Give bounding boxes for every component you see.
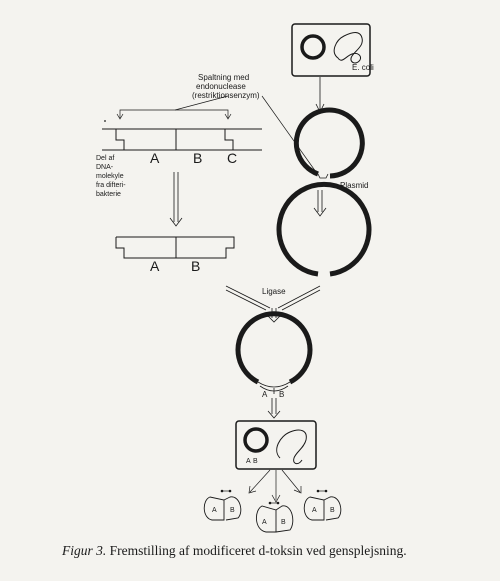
modified-ecoli-cell: A B [235,420,317,470]
arrow-plasmid-down [313,190,327,217]
svg-text:Spaltning med: Spaltning med [198,73,249,82]
ligase-label: Ligase [262,287,286,296]
figure-number: Figur 3. [62,543,107,558]
arrow-ecoli-to-plasmid [315,77,325,113]
svg-text:B: B [281,519,286,526]
fragment-a-label: A [150,258,160,274]
svg-text:Del af: Del af [96,155,114,162]
pointer-line-plasmid [261,95,317,173]
dna-description: Del af DNA- molekyle fra difteri- bakter… [96,155,126,198]
opened-plasmid [276,181,372,277]
arrow-to-modified-ecoli [267,398,281,419]
svg-text:B: B [230,507,235,514]
svg-text:molekyle: molekyle [96,173,124,180]
plasmid-circle: Plasmid [293,107,368,190]
segment-c-label: C [227,150,237,166]
recombinant-b-label: B [279,390,284,399]
fragment-b-label: B [191,258,200,274]
spaltning-label: Spaltning med endonuclease (restriktions… [192,73,260,100]
dna-strand: A B C [102,128,262,166]
svg-text:fra difteri-: fra difteri- [96,182,126,189]
modified-b-label: B [253,458,258,465]
toxin-molecule-left: A B [203,489,242,521]
toxin-molecule-center: A B [256,501,294,533]
ligase-arrows: Ligase [225,285,321,323]
ecoli-label: E. coli [352,63,374,72]
svg-text:A: A [312,507,317,514]
ecoli-chromosome [333,32,363,64]
figure-caption-text: Fremstilling af modificeret d-toksin ved… [109,543,407,558]
segment-a-label: A [150,150,160,166]
ecoli-cell: E. coli [291,23,374,77]
cut-site-bracket [104,95,232,122]
toxin-molecule-right: A B [303,489,342,521]
ecoli-plasmid-ring [300,34,326,60]
svg-text:DNA-: DNA- [96,164,114,171]
segment-b-label: B [193,150,202,166]
svg-text:A: A [212,507,217,514]
recombinant-plasmid: A B [235,311,313,399]
figure-caption: Figur 3. Fremstilling af modificeret d-t… [62,543,482,559]
plasmid-label: Plasmid [340,181,368,190]
svg-text:(restriktionsenzym): (restriktionsenzym) [192,91,260,100]
recombinant-a-label: A [262,390,268,399]
svg-text:bakterie: bakterie [96,191,121,198]
modified-a-label: A [246,458,251,465]
arrow-dna-down [169,172,183,227]
product-arrows [248,469,302,503]
svg-text:endonuclease: endonuclease [196,82,246,91]
ab-fragment: A B [115,236,235,274]
svg-text:B: B [330,507,335,514]
svg-text:A: A [262,519,267,526]
